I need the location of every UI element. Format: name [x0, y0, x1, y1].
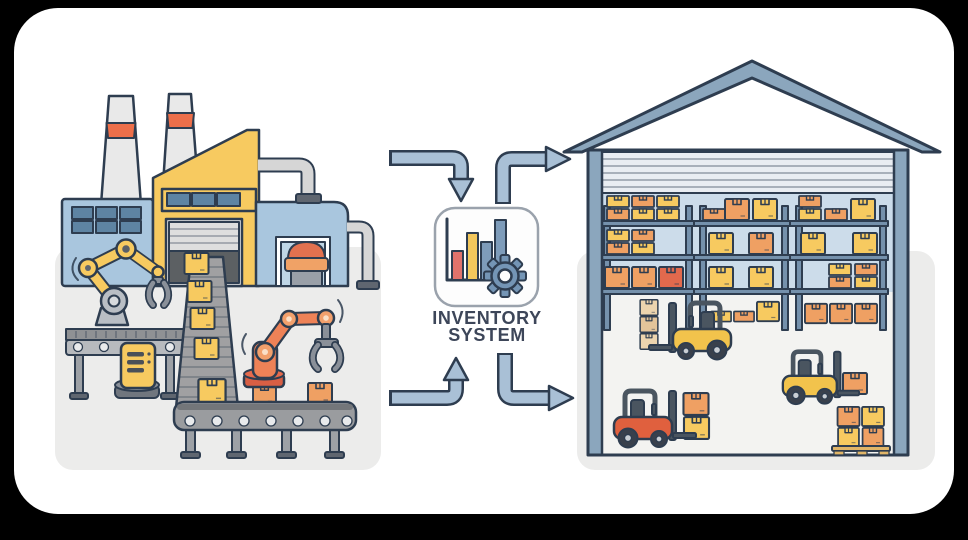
storage-rack [789, 195, 889, 331]
claw-icon [144, 276, 173, 309]
box [631, 229, 655, 242]
motion-arc [71, 257, 79, 281]
system-to-warehouse-top-arrow [495, 145, 572, 204]
box [631, 266, 657, 289]
box [604, 266, 630, 289]
window-grid-icon [71, 206, 142, 234]
box [708, 232, 734, 255]
inventory-system-icon [433, 206, 540, 308]
box [656, 208, 680, 221]
smokestack-icon [99, 92, 200, 207]
flow-arrows [389, 145, 575, 412]
warehouse-wall-left [586, 148, 604, 457]
box [824, 208, 848, 221]
robot-arm-right [241, 299, 345, 389]
box [724, 198, 750, 221]
warehouse-illustration [562, 59, 942, 470]
box [682, 391, 710, 417]
box [854, 276, 878, 289]
label-line-2: SYSTEM [448, 325, 526, 345]
box [800, 232, 826, 255]
box [748, 232, 774, 255]
box [702, 208, 726, 221]
conveyor-bottom [172, 381, 358, 459]
claw-icon [308, 323, 345, 373]
box [656, 195, 680, 208]
box [639, 315, 659, 334]
factory-illustration [55, 92, 381, 470]
factory-building-left [60, 197, 155, 288]
box [798, 195, 822, 208]
box [189, 306, 216, 331]
box [752, 198, 778, 221]
factory-to-system-top-arrow [389, 150, 475, 203]
box [606, 208, 630, 221]
furnace-icon [284, 241, 329, 287]
box [658, 266, 684, 289]
box [853, 302, 879, 325]
warehouse-roof [562, 59, 942, 154]
box [861, 426, 885, 448]
box [828, 276, 852, 289]
box [606, 242, 630, 255]
box [836, 405, 861, 428]
box [854, 263, 878, 276]
box [639, 298, 659, 317]
warehouse-wall-right [892, 148, 910, 457]
garage-shutter-icon [601, 151, 895, 194]
box [606, 195, 630, 208]
box [631, 208, 655, 221]
factory-building-right [254, 200, 350, 288]
inventory-system-label: INVENTORY SYSTEM [406, 308, 568, 345]
warehouse-outline [586, 148, 910, 457]
box [606, 229, 630, 242]
box [755, 300, 781, 323]
motion-arc [337, 299, 344, 323]
gear-icon [483, 254, 527, 298]
label-line-1: INVENTORY [432, 308, 542, 328]
storage-rack [693, 198, 795, 331]
box [837, 426, 860, 448]
box [183, 251, 210, 276]
factory-building-main [151, 128, 261, 288]
system-to-warehouse-bottom-arrow [497, 353, 575, 412]
control-machine [114, 341, 160, 399]
box [631, 195, 655, 208]
box [861, 405, 885, 428]
box [828, 302, 854, 325]
box [631, 242, 655, 255]
pipe-icon [258, 157, 380, 290]
box [708, 266, 734, 289]
pallet-stack [831, 405, 891, 456]
box [798, 208, 822, 221]
box [193, 336, 220, 361]
box [828, 263, 852, 276]
box [748, 266, 774, 289]
box [852, 232, 878, 255]
box [850, 198, 876, 221]
robot-arm-left [71, 238, 173, 327]
box [197, 377, 227, 405]
box [733, 310, 755, 323]
motion-arc [241, 333, 247, 355]
factory-to-system-bottom-arrow [389, 356, 470, 406]
box [803, 302, 829, 325]
box [186, 279, 213, 304]
